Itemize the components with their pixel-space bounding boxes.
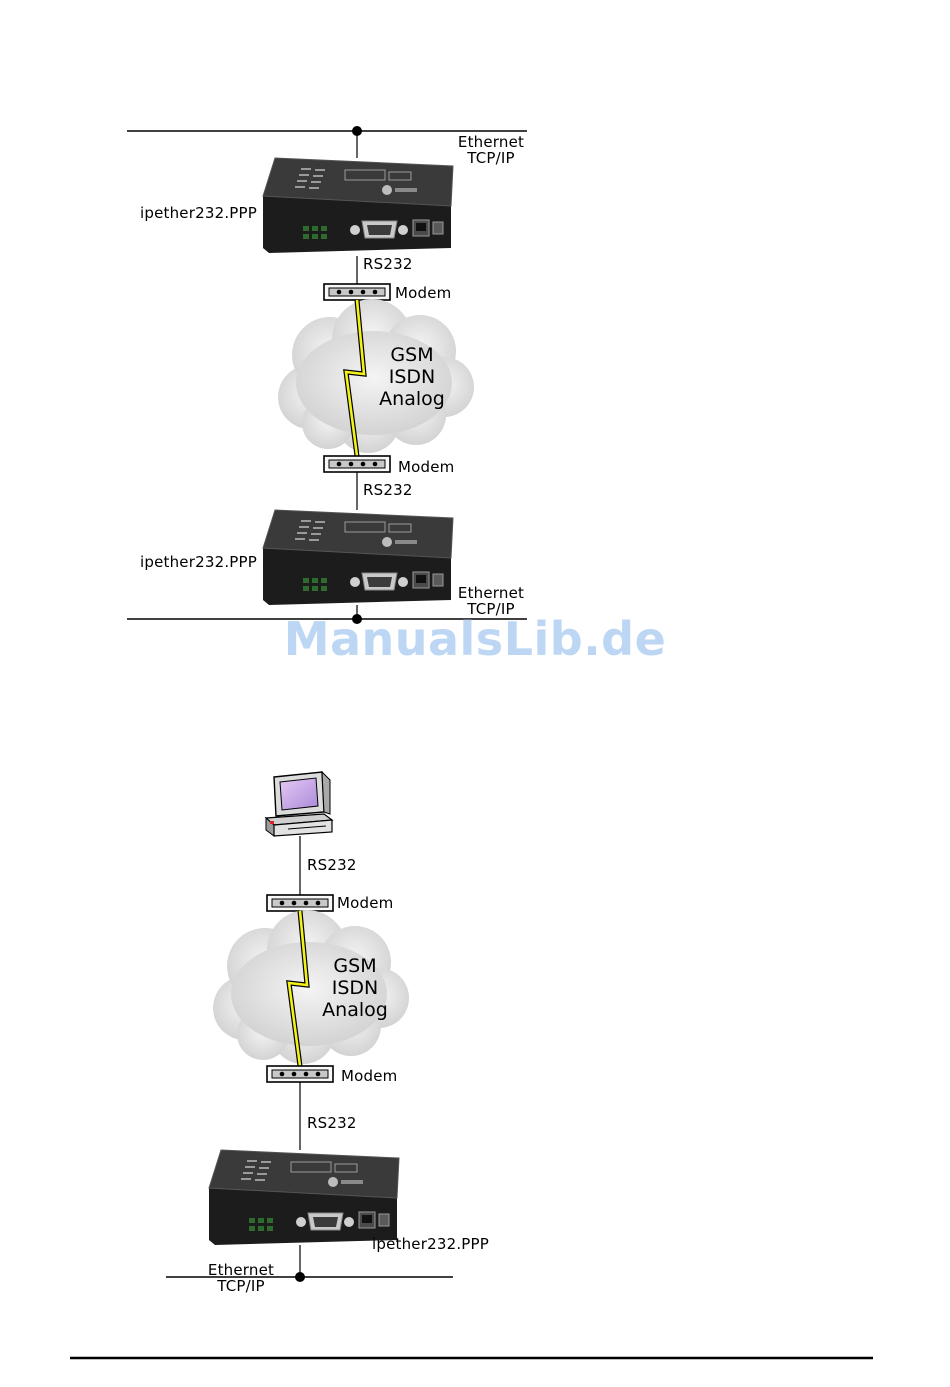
net-2-line1: Ethernet — [205, 1262, 277, 1278]
device-bottom — [263, 510, 453, 605]
top-net-line1: Ethernet — [455, 134, 527, 150]
modem-2-bottom-label: Modem — [341, 1068, 397, 1084]
diagram-1 — [127, 126, 527, 624]
cloud-2-line2: ISDN — [305, 977, 405, 999]
top-net-line2: TCP/IP — [455, 150, 527, 166]
rs232-2-bottom-label: RS232 — [307, 1115, 357, 1131]
device-2-label: ipether232.PPP — [372, 1236, 489, 1252]
rs232-top-label: RS232 — [363, 256, 413, 272]
device-2 — [209, 1150, 399, 1245]
modem-2-bottom-icon — [267, 1066, 333, 1082]
cloud-top-line2: ISDN — [362, 366, 462, 388]
modem-bottom-icon — [324, 456, 390, 472]
cloud-2-line1: GSM — [305, 955, 405, 977]
net-2-label: Ethernet TCP/IP — [205, 1262, 277, 1294]
modem-top-icon — [324, 284, 390, 300]
modem-bottom-label: Modem — [398, 459, 454, 475]
device-top-label: ipether232.PPP — [140, 205, 257, 221]
rs232-bottom-label: RS232 — [363, 482, 413, 498]
rs232-2-top-label: RS232 — [307, 857, 357, 873]
device-top — [263, 158, 453, 253]
ethernet-2-node — [295, 1272, 305, 1282]
cloud-2-label: GSM ISDN Analog — [305, 955, 405, 1021]
computer-icon — [266, 772, 332, 836]
net-2-line2: TCP/IP — [205, 1278, 277, 1294]
bottom-net-line1: Ethernet — [455, 585, 527, 601]
modem-top-label: Modem — [395, 285, 451, 301]
cloud-top-line1: GSM — [362, 344, 462, 366]
watermark: ManualsLib.de — [0, 612, 950, 666]
cloud-top-label: GSM ISDN Analog — [362, 344, 462, 410]
top-net-label: Ethernet TCP/IP — [455, 134, 527, 166]
device-bottom-label: ipether232.PPP — [140, 554, 257, 570]
diagram-2 — [166, 772, 453, 1282]
modem-2-top-icon — [267, 895, 333, 911]
cloud-2-line3: Analog — [305, 999, 405, 1021]
modem-2-top-label: Modem — [337, 895, 393, 911]
cloud-top-line3: Analog — [362, 388, 462, 410]
